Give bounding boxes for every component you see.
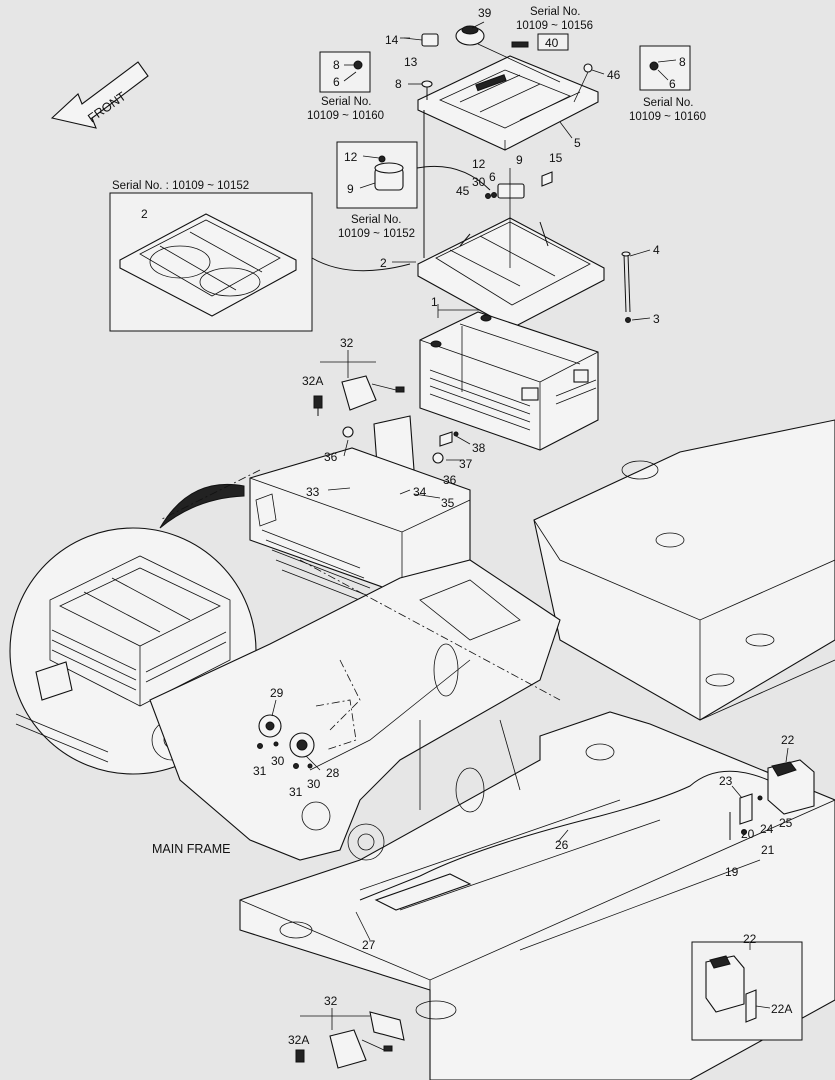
callout-32-bottom: 32 [324, 994, 338, 1008]
callout-35: 35 [441, 496, 455, 510]
callout-20: 20 [741, 827, 755, 841]
callout-8-top-left-box: 8 [333, 58, 340, 72]
callout-12: 12 [472, 157, 486, 171]
callout-6-mid: 6 [489, 170, 496, 184]
callout-9: 9 [516, 153, 523, 167]
work-lamp-bottom [295, 1011, 405, 1069]
callout-32-top: 32 [340, 336, 354, 350]
callout-23: 23 [719, 774, 733, 788]
callout-32A-bottom: 32A [288, 1033, 309, 1047]
batteries [419, 311, 599, 451]
callout-22: 22 [781, 733, 795, 747]
frame-detail-serial: Serial No. : 10109 ~ 10152 [112, 180, 249, 192]
callout-13: 13 [404, 55, 418, 69]
callout-26: 26 [555, 838, 569, 852]
frame-detail-box: Serial No. : 10109 ~ 10152 [109, 180, 313, 332]
callout-30-top: 30 [472, 175, 486, 189]
serial-top-left-line1: Serial No. [321, 96, 372, 108]
work-lamp-top [313, 375, 405, 416]
callout-46: 46 [607, 68, 621, 82]
hidden-line-3 [299, 559, 561, 701]
callout-31-upper: 31 [253, 764, 267, 778]
battery-cover [417, 55, 599, 151]
rod-4 [621, 251, 631, 323]
leader-frame-box [311, 257, 411, 272]
svg-text:10109 ~ 10156: 10109 ~ 10156 [516, 20, 593, 32]
battery-tray [417, 168, 605, 329]
horns [257, 699, 357, 769]
callout-29: 29 [270, 686, 284, 700]
callout-32A-top: 32A [302, 374, 323, 388]
callout-25: 25 [779, 816, 793, 830]
callout-40: 40 [545, 36, 559, 50]
main-frame-label: MAIN FRAME [152, 842, 230, 856]
callout-6-right-box: 6 [669, 77, 676, 91]
callout-2-box: 2 [141, 207, 148, 221]
callout-8-cover: 8 [395, 77, 402, 91]
callout-labels: 39 14 13 40 8 6 8 8 6 46 5 12 9 12 9 15 … [141, 6, 795, 1047]
leader-relay [416, 165, 491, 191]
svg-text:Serial No.: Serial No. [351, 214, 402, 226]
callout-3: 3 [653, 312, 660, 326]
callout-19: 19 [725, 865, 739, 879]
relay-detail-box: Serial No. 10109 ~ 10152 [336, 141, 418, 240]
svg-text:10109 ~ 10152: 10109 ~ 10152 [338, 228, 415, 240]
detail-arrow [159, 483, 245, 529]
callout-28: 28 [326, 766, 340, 780]
callout-12-box: 12 [344, 150, 358, 164]
step-platform [249, 447, 471, 609]
front-arrow: FRONT [50, 61, 149, 129]
callout-39: 39 [478, 6, 492, 20]
svg-text:Serial No.: Serial No. [530, 6, 581, 18]
serial-top-left-line2: 10109 ~ 10160 [307, 110, 384, 122]
callout-24: 24 [760, 822, 774, 836]
switch-39 [455, 25, 561, 83]
callout-36-right: 36 [443, 473, 457, 487]
serial-right-line1: Serial No. [643, 97, 694, 109]
callout-30-low: 30 [307, 777, 321, 791]
callout-2: 2 [380, 256, 387, 270]
callout-22A: 22A [771, 1002, 792, 1016]
washer-tank [359, 759, 815, 901]
callout-9-box: 9 [347, 182, 354, 196]
hidden-line-1 [159, 469, 261, 521]
callout-33: 33 [306, 485, 320, 499]
callout-30-mid: 30 [271, 754, 285, 768]
serial-right-line2: 10109 ~ 10160 [629, 111, 706, 123]
main-frame [149, 419, 835, 1080]
part-46 [583, 63, 593, 73]
callout-6-top-left-box: 6 [333, 75, 340, 89]
callout-1: 1 [431, 295, 438, 309]
serial-detail-top-left: Serial No. 10109 ~ 10160 [307, 51, 384, 122]
callout-31-lower: 31 [289, 785, 303, 799]
callout-22-box: 22 [743, 932, 757, 946]
serial-detail-right: Serial No. 10109 ~ 10160 [629, 45, 706, 123]
leader-lines [271, 21, 789, 1030]
callout-15: 15 [549, 151, 563, 165]
callout-14: 14 [385, 33, 399, 47]
callout-8-right-box: 8 [679, 55, 686, 69]
hidden-line-2 [329, 659, 361, 731]
part-40-tag [511, 41, 529, 48]
callout-37: 37 [459, 457, 473, 471]
callout-4: 4 [653, 243, 660, 257]
serial-top-right: Serial No. 10109 ~ 10156 [516, 6, 593, 32]
callout-45: 45 [456, 184, 470, 198]
callout-34: 34 [413, 485, 427, 499]
relay-13 [403, 33, 439, 47]
callout-21: 21 [761, 843, 775, 857]
callout-36-left: 36 [324, 450, 338, 464]
washer-detail-box [691, 941, 803, 1041]
callout-27: 27 [362, 938, 376, 952]
callout-5: 5 [574, 136, 581, 150]
callout-38: 38 [472, 441, 486, 455]
callout-box-40 [537, 33, 569, 51]
